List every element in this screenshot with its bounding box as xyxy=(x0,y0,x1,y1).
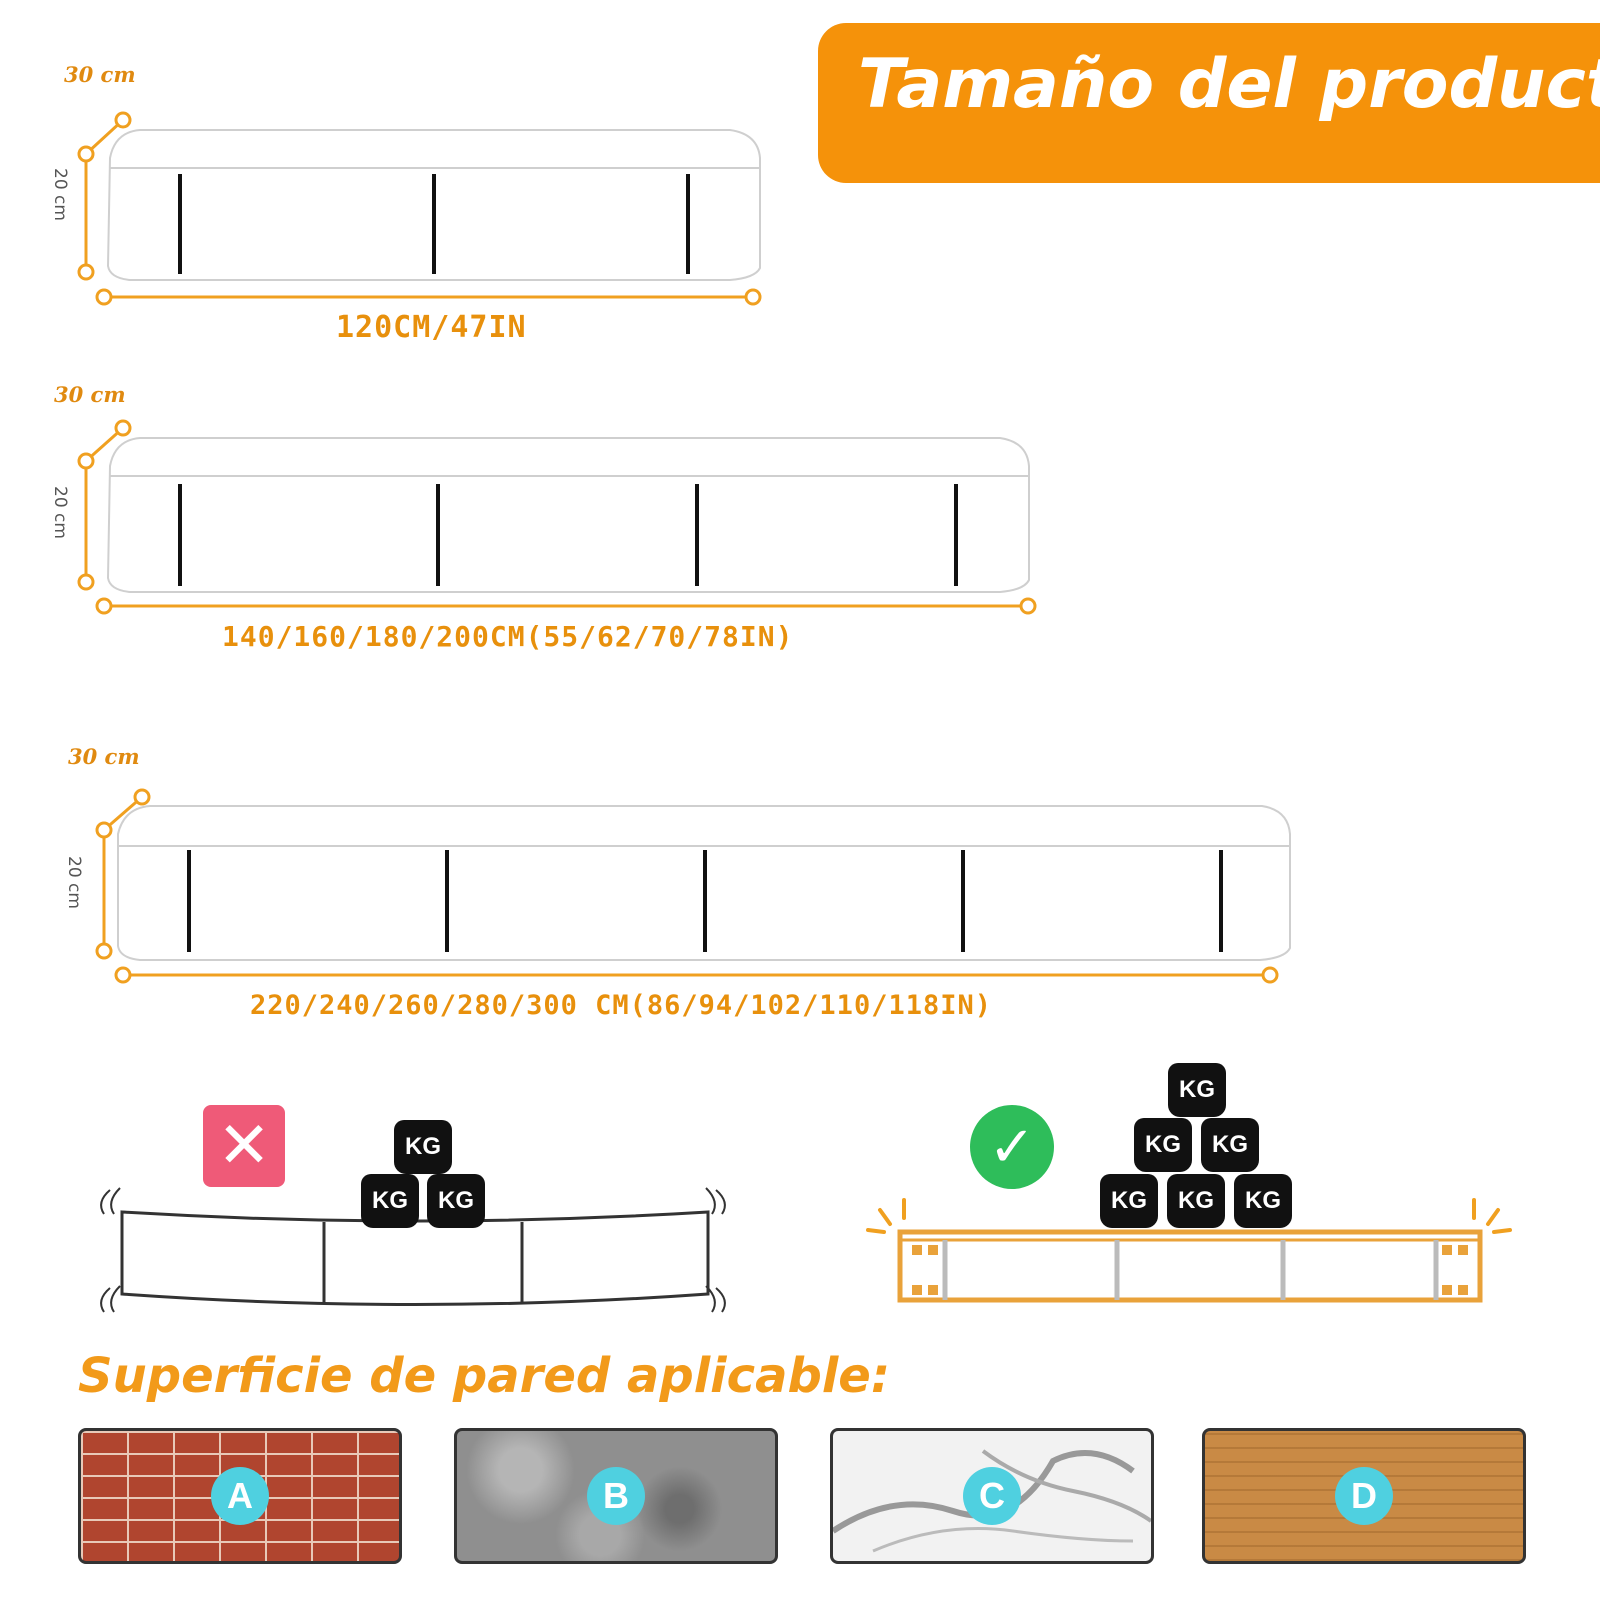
bent-shelf xyxy=(100,1187,726,1313)
surface-brick: A xyxy=(78,1428,402,1564)
height-label: 20 cm xyxy=(64,856,84,909)
shelf-drawings xyxy=(77,111,1291,984)
weight-block: KG xyxy=(1234,1174,1292,1228)
weight-block: KG xyxy=(1167,1174,1225,1228)
title-banner: Tamaño del producto xyxy=(818,23,1600,183)
surface-badge: B xyxy=(587,1467,645,1525)
check-mark-icon: ✓ xyxy=(970,1105,1054,1189)
surface-wood: D xyxy=(1202,1428,1526,1564)
surface-badge: D xyxy=(1335,1467,1393,1525)
height-label: 20 cm xyxy=(50,168,70,221)
width-label: 120CM/47IN xyxy=(336,310,527,345)
weight-block: KG xyxy=(1134,1118,1192,1172)
weight-block: KG xyxy=(394,1120,452,1174)
surface-title: Superficie de pared aplicable: xyxy=(78,1348,891,1404)
depth-label: 30 cm xyxy=(68,744,140,769)
x-mark-icon: ✕ xyxy=(203,1105,285,1187)
width-label: 140/160/180/200CM(55/62/70/78IN) xyxy=(222,620,794,653)
depth-label: 30 cm xyxy=(54,382,126,407)
surface-badge: A xyxy=(211,1467,269,1525)
weight-block: KG xyxy=(1100,1174,1158,1228)
surface-badge: C xyxy=(963,1467,1021,1525)
weight-block: KG xyxy=(427,1174,485,1228)
strong-shelf xyxy=(866,1198,1512,1303)
width-label: 220/240/260/280/300 CM(86/94/102/110/118… xyxy=(250,990,992,1021)
weight-block: KG xyxy=(1201,1118,1259,1172)
weight-block: KG xyxy=(361,1174,419,1228)
depth-label: 30 cm xyxy=(64,62,136,87)
surface-marble: C xyxy=(830,1428,1154,1564)
page-title: Tamaño del producto xyxy=(858,45,1600,124)
weight-block: KG xyxy=(1168,1063,1226,1117)
height-label: 20 cm xyxy=(50,486,70,539)
surface-stone: B xyxy=(454,1428,778,1564)
